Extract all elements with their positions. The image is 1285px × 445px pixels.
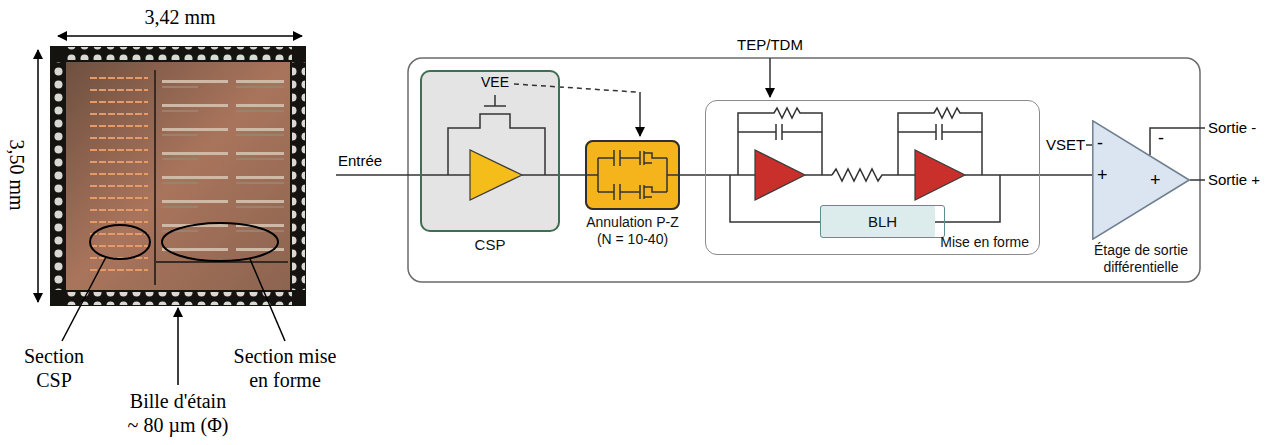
block-label: BLH bbox=[821, 213, 944, 231]
signal-wire bbox=[560, 174, 585, 176]
block-label: Annulation P-Z (N = 10-40) bbox=[580, 214, 686, 248]
signal-label: VEE bbox=[481, 74, 509, 91]
pin-sign: - bbox=[1158, 128, 1164, 149]
pin-sign: + bbox=[1150, 170, 1161, 191]
pin-sign: + bbox=[1097, 165, 1108, 186]
highlight-ellipse bbox=[90, 225, 150, 259]
signal-wire bbox=[680, 174, 705, 176]
signal-wire bbox=[1040, 174, 1092, 176]
chip-photo bbox=[50, 46, 306, 306]
signal-label: VSET bbox=[1046, 136, 1085, 154]
csp-block: CSP bbox=[420, 70, 560, 232]
frontend-frame bbox=[408, 58, 1200, 282]
pin-sign: - bbox=[1097, 133, 1103, 154]
dimension-lines bbox=[38, 36, 302, 302]
dimension-label: 3,50 mm bbox=[4, 125, 28, 225]
block-label: Étage de sortie différentielle bbox=[1075, 242, 1207, 276]
shaper-block: Mise en forme BLH bbox=[705, 100, 1040, 255]
part-label: Section CSP bbox=[12, 345, 96, 392]
amplifier-symbols bbox=[470, 150, 965, 200]
block-label: Mise en forme bbox=[940, 234, 1029, 251]
dimension-label: 3,42 mm bbox=[120, 6, 240, 30]
signal-label: TEP/TDM bbox=[720, 36, 820, 54]
pole-zero-block: Annulation P-Z (N = 10-40) bbox=[585, 140, 680, 210]
output-amplifier-shape bbox=[1093, 121, 1189, 239]
highlight-ellipse bbox=[162, 223, 278, 261]
circuit-wires bbox=[336, 58, 1205, 222]
part-label: Section mise en forme bbox=[225, 345, 345, 392]
part-label: Bille d'étain ~ 80 µm (Φ) bbox=[123, 390, 233, 437]
baseline-holder-box: BLH bbox=[820, 205, 945, 238]
signal-label: Sortie - bbox=[1208, 119, 1256, 137]
block-label: CSP bbox=[445, 236, 535, 254]
signal-label: Sortie + bbox=[1208, 171, 1260, 189]
signal-label: Entrée bbox=[338, 152, 382, 170]
